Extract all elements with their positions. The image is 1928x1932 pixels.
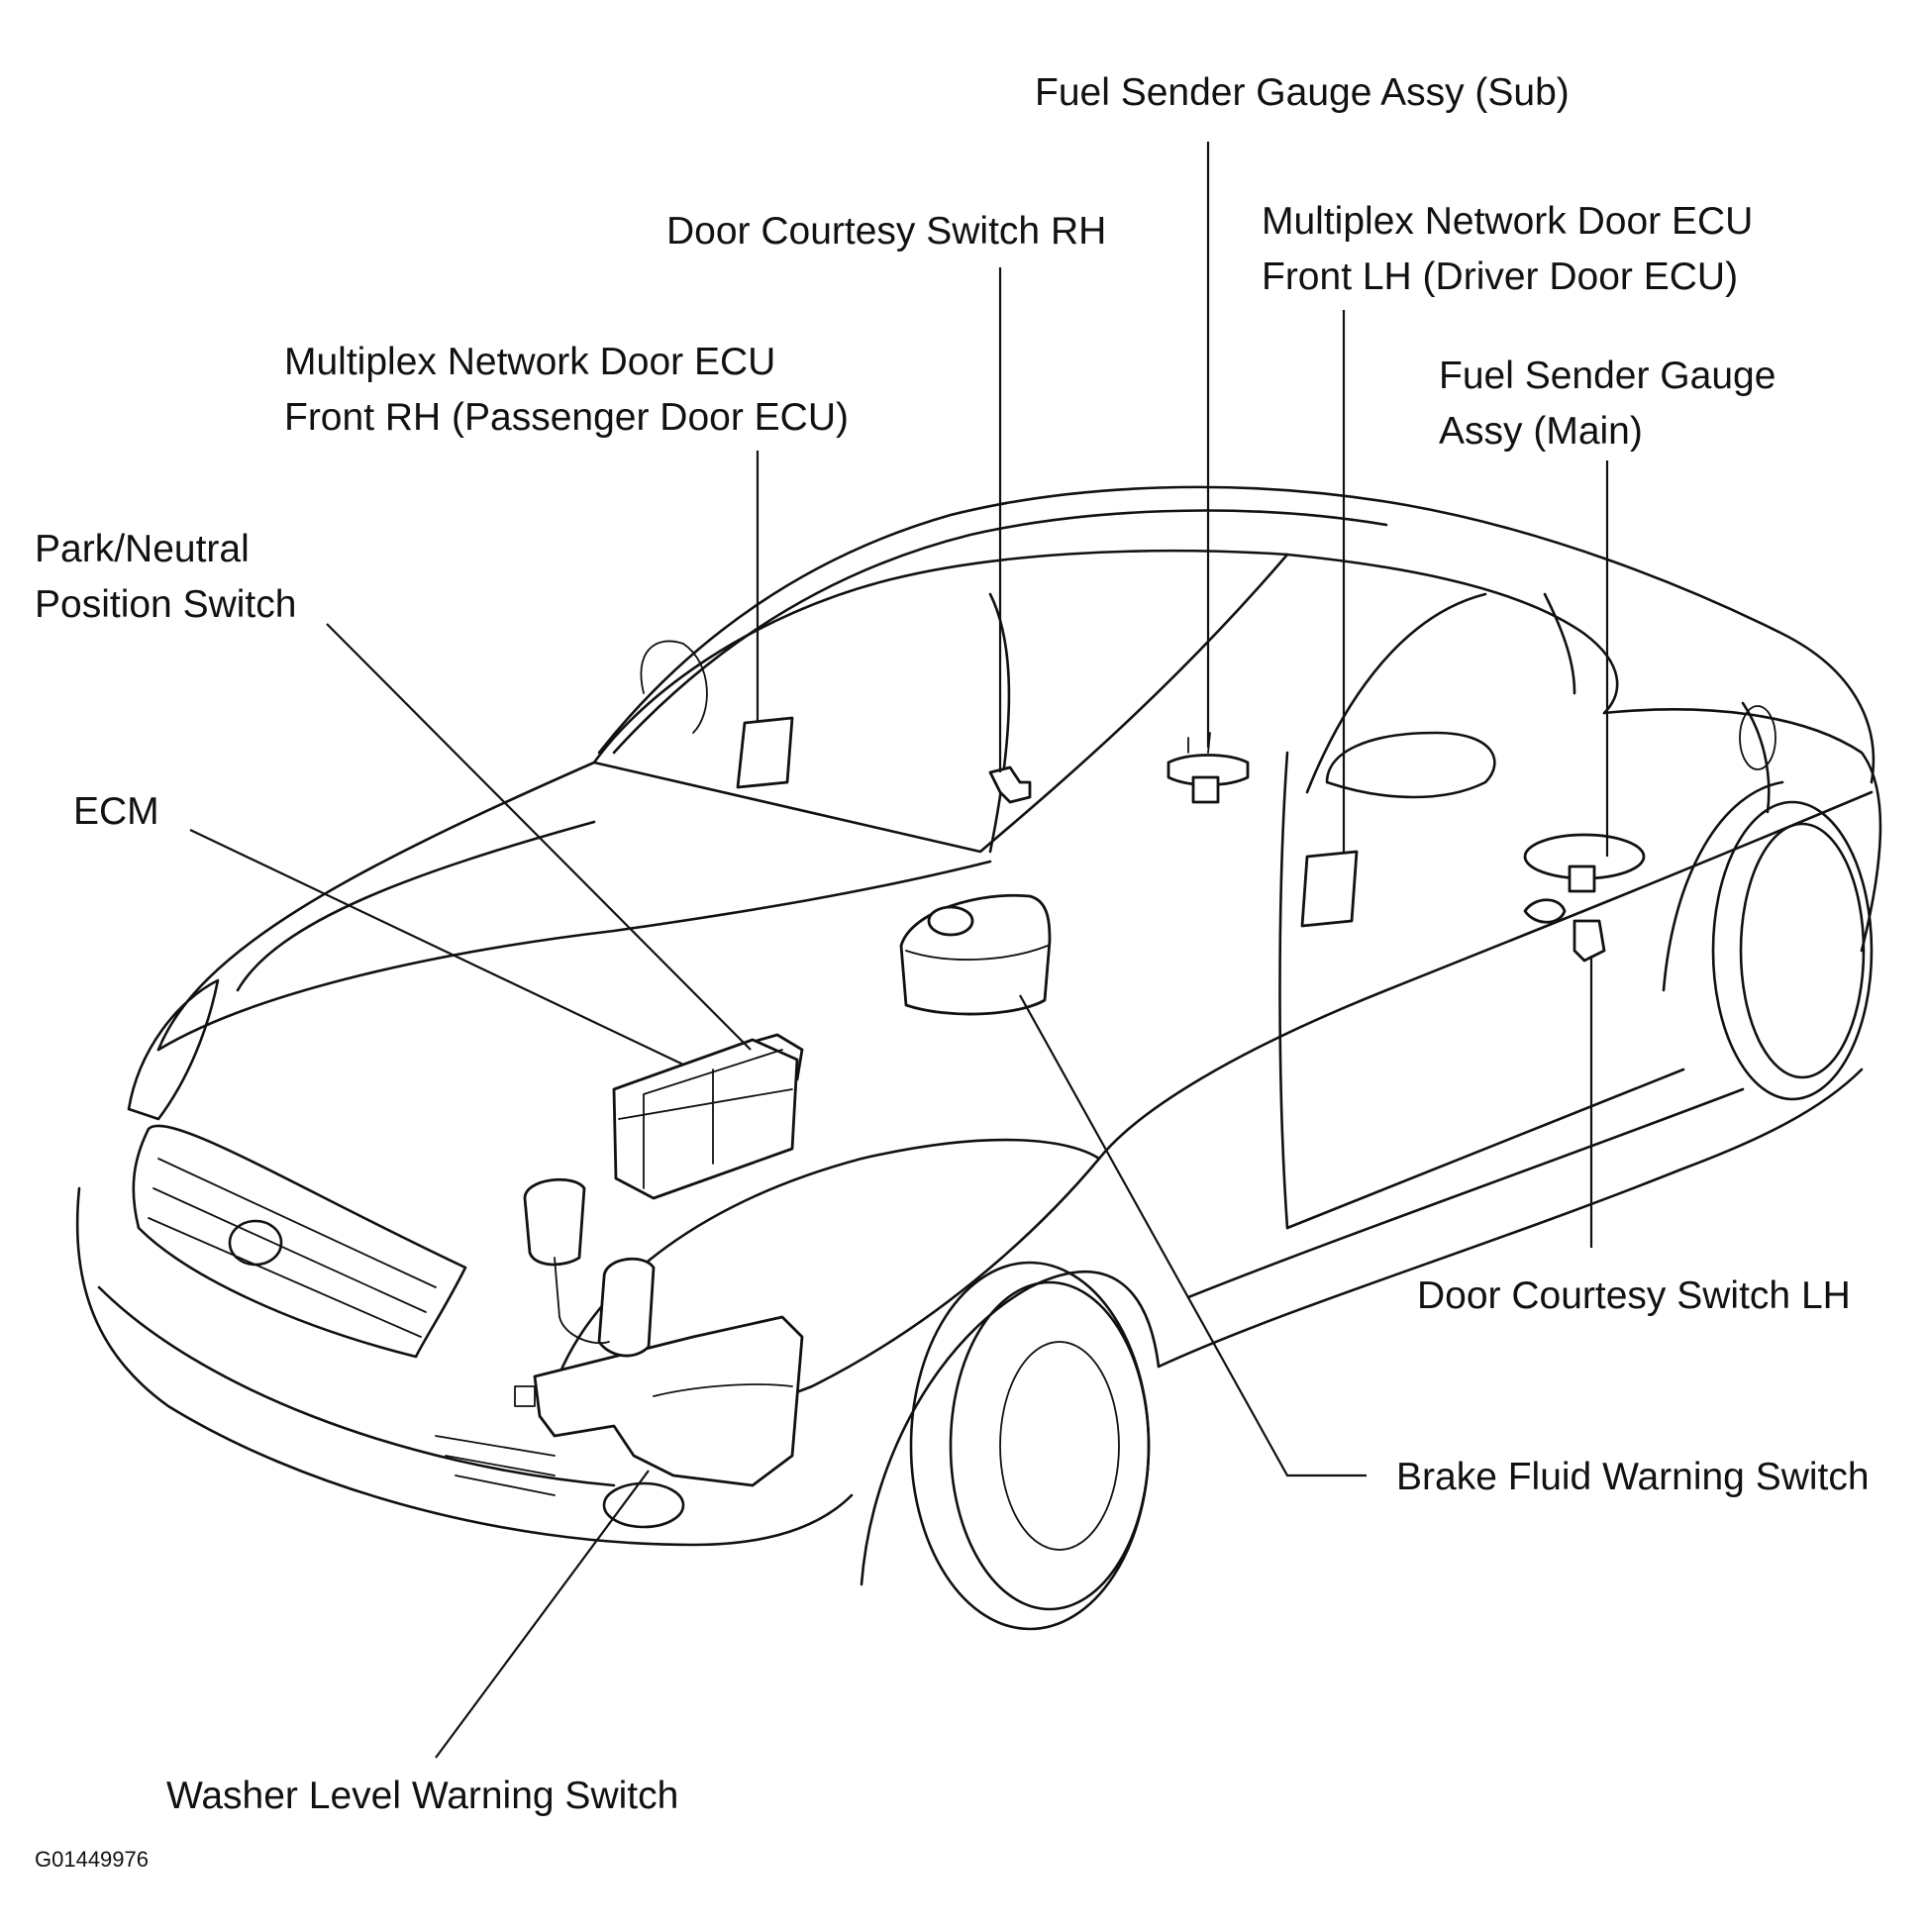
component-door-courtesy-switch-rh	[988, 765, 1032, 804]
label-multiplex-ecu-lh-line1: Multiplex Network Door ECU	[1262, 200, 1754, 243]
figure-id: G01449976	[35, 1847, 149, 1872]
label-multiplex-ecu-rh-line2: Front RH (Passenger Door ECU)	[284, 396, 849, 439]
label-park-neutral-line1: Park/Neutral	[35, 528, 250, 570]
component-multiplex-ecu-lh	[1300, 850, 1359, 928]
component-multiplex-ecu-rh	[736, 716, 794, 789]
leader-ecm	[189, 829, 684, 1066]
component-ecm	[612, 1038, 799, 1200]
label-fuel-sender-gauge-sub: Fuel Sender Gauge Assy (Sub)	[1035, 71, 1570, 114]
component-washer-tank	[514, 1177, 804, 1487]
label-door-courtesy-switch-rh: Door Courtesy Switch RH	[666, 210, 1107, 253]
label-multiplex-ecu-rh-line1: Multiplex Network Door ECU	[284, 341, 776, 383]
component-fuel-sender-main	[1523, 833, 1646, 924]
component-door-courtesy-switch-lh	[1573, 919, 1606, 963]
label-ecm: ECM	[73, 790, 159, 833]
leader-lines	[189, 142, 1609, 1759]
label-multiplex-ecu-lh-line2: Front LH (Driver Door ECU)	[1262, 255, 1739, 298]
label-park-neutral-line2: Position Switch	[35, 583, 297, 626]
label-fuel-sender-main-line2: Assy (Main)	[1439, 410, 1643, 453]
label-washer-level-warning-switch: Washer Level Warning Switch	[166, 1775, 679, 1817]
leader-brake-fluid	[1019, 994, 1367, 1477]
component-brake-fluid-reservoir	[899, 893, 1052, 1016]
label-fuel-sender-main-line1: Fuel Sender Gauge	[1439, 355, 1776, 397]
leader-park-neutral	[326, 623, 752, 1051]
label-brake-fluid-warning-switch: Brake Fluid Warning Switch	[1396, 1456, 1870, 1498]
leader-washer-level	[435, 1470, 650, 1759]
component-fuel-sender-sub	[1167, 732, 1250, 804]
label-door-courtesy-switch-lh: Door Courtesy Switch LH	[1417, 1274, 1851, 1317]
